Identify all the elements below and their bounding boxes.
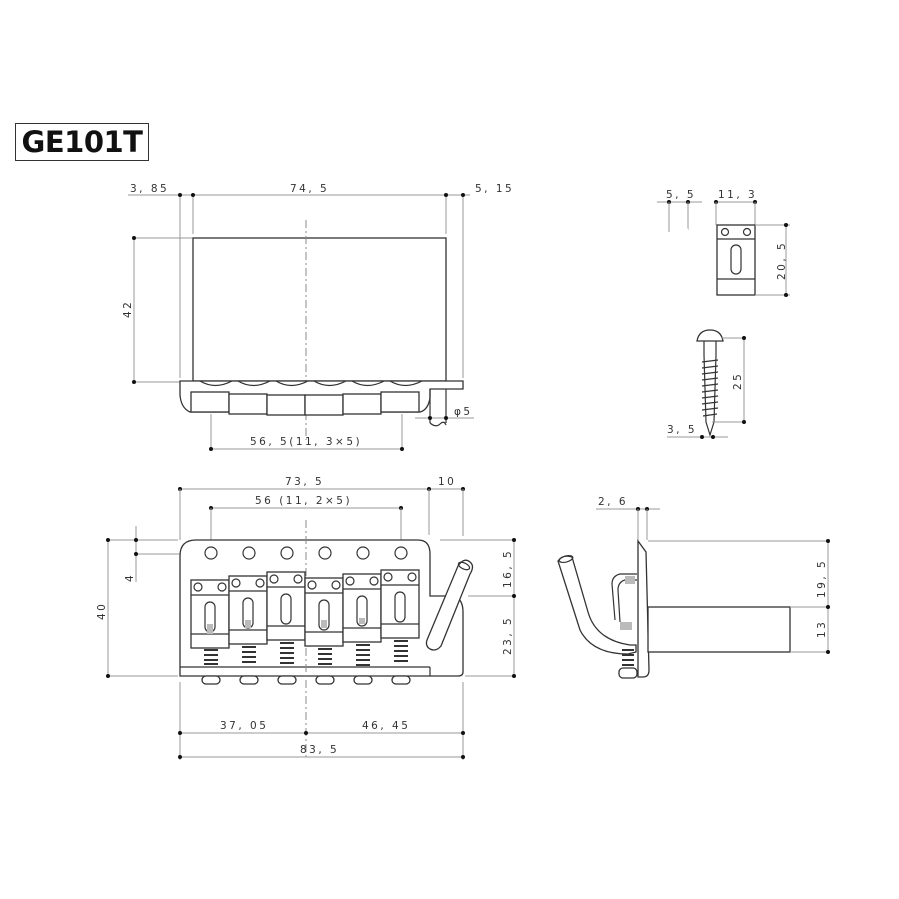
screw-view: 25 3, 5 (667, 329, 746, 439)
dim-left-to-center: 37, 05 (220, 720, 268, 732)
dim-plate-width: 73, 5 (285, 476, 324, 488)
dim-hole-offset: 4 (124, 573, 136, 582)
dim-plate-width: 74, 5 (290, 183, 329, 195)
saddle-springs (204, 640, 408, 666)
dim-right-offset: 5, 15 (475, 183, 514, 195)
side-view: 2, 6 19, 5 13 (557, 496, 830, 679)
intonation-screw-heads (201, 675, 411, 685)
dim-claw-height: 20, 5 (776, 241, 788, 280)
top-view: 3, 85 74, 5 5, 15 42 φ5 56, 5(11 (122, 183, 514, 451)
dim-arm-offset: 10 (438, 476, 456, 488)
dim-total-width: 83, 5 (300, 744, 339, 756)
string-holes (204, 546, 408, 560)
dim-screw-diameter: 3, 5 (667, 424, 697, 436)
front-view: 73, 5 10 56 (11, 2×5) 40 4 (96, 476, 516, 760)
dim-upper: 19, 5 (816, 559, 828, 598)
dim-claw-width: 11, 3 (718, 189, 757, 201)
dim-plate-thickness: 2, 6 (598, 496, 628, 508)
dim-height: 42 (122, 300, 134, 318)
dim-lower-height: 23, 5 (502, 616, 514, 655)
dim-saddle-spacing: 56, 5(11, 3×5) (250, 436, 362, 448)
spring-claw-view: 5, 5 11, 3 20, 5 (657, 189, 790, 297)
dim-screw-length: 25 (732, 372, 744, 390)
dim-height: 40 (96, 602, 108, 620)
dim-center-to-right: 46, 45 (362, 720, 410, 732)
tremolo-arm (425, 559, 474, 651)
dim-string-spacing: 56 (11, 2×5) (255, 495, 352, 507)
model-title: GE101T (21, 125, 143, 159)
dim-upper-height: 16, 5 (502, 549, 514, 588)
saddles (190, 569, 420, 649)
dim-arm-diameter: φ5 (454, 406, 473, 418)
dim-block-height: 13 (816, 620, 828, 638)
dim-left-offset: 3, 85 (130, 183, 169, 195)
model-title-box: GE101T (15, 123, 149, 161)
dim-hook-width: 5, 5 (666, 189, 696, 201)
